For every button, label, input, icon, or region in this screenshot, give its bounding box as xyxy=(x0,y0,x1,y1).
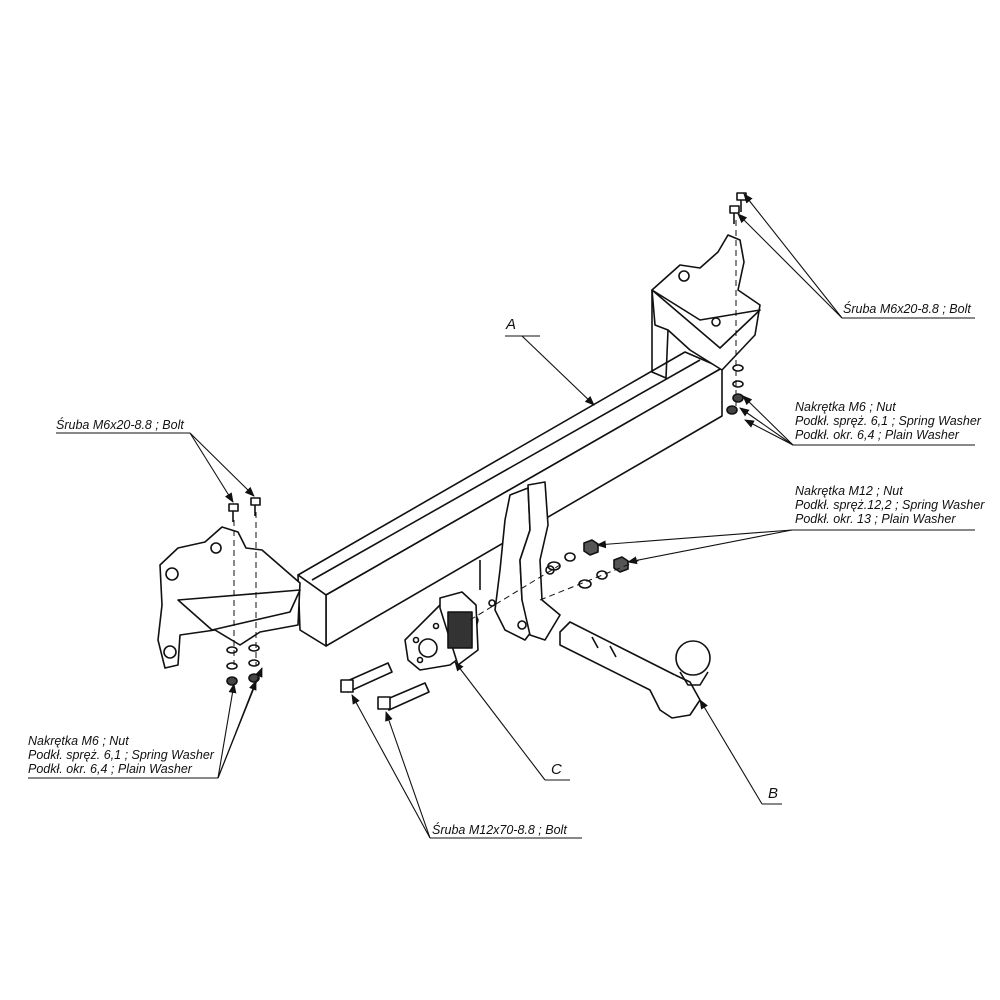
nuts-washers-m6-right xyxy=(726,364,744,415)
label-line: Nakrętka M6 ; Nut xyxy=(795,400,896,414)
bolts-m12 xyxy=(340,662,430,711)
bolts-m6-right xyxy=(729,192,747,224)
leader-bolt-m6-left xyxy=(56,432,255,503)
nuts-washers-m6-left xyxy=(226,644,260,686)
leader-hardware-m6-left xyxy=(28,667,263,779)
right-mounting-bracket xyxy=(651,220,761,410)
part-label-b: B xyxy=(768,785,779,802)
socket-plate xyxy=(404,564,561,671)
nuts-washers-m12 xyxy=(539,539,641,601)
left-mounting-bracket xyxy=(157,512,301,669)
leader-part-b xyxy=(699,699,782,805)
part-label-a: A xyxy=(506,316,517,333)
label-bolt-m6-right: Śruba M6x20-8.8 ; Bolt xyxy=(843,302,971,316)
part-label-c: C xyxy=(551,761,562,778)
label-line: Podkł. okr. 6,4 ; Plain Washer xyxy=(28,762,192,776)
leader-hardware-m6-right xyxy=(739,395,975,446)
label-bolt-m6-left: Śruba M6x20-8.8 ; Bolt xyxy=(56,418,184,432)
label-line: Podkł. spręż. 6,1 ; Spring Washer xyxy=(795,414,981,428)
label-line: Podkł. spręż.12,2 ; Spring Washer xyxy=(795,498,985,512)
label-hardware-m6-left: Nakrętka M6 ; Nut Podkł. spręż. 6,1 ; Sp… xyxy=(28,734,214,776)
label-line: Podkł. okr. 13 ; Plain Washer xyxy=(795,512,956,526)
label-line: Podkł. okr. 6,4 ; Plain Washer xyxy=(795,428,959,442)
leader-part-c xyxy=(454,661,570,781)
label-bolt-m12: Śruba M12x70-8.8 ; Bolt xyxy=(432,823,567,837)
leader-hardware-m12 xyxy=(596,529,975,565)
label-hardware-m12: Nakrętka M12 ; Nut Podkł. spręż.12,2 ; S… xyxy=(795,484,984,526)
label-line: Nakrętka M12 ; Nut xyxy=(795,484,903,498)
label-line: Nakrętka M6 ; Nut xyxy=(28,734,129,748)
center-mounting-plates xyxy=(479,481,561,641)
leader-bolt-m6-right xyxy=(737,193,975,319)
leader-bolt-m12 xyxy=(351,694,582,839)
bolts-m6-left xyxy=(228,497,261,522)
label-hardware-m6-right: Nakrętka M6 ; Nut Podkł. spręż. 6,1 ; Sp… xyxy=(795,400,981,442)
towball-neck xyxy=(559,621,711,719)
leader-part-a xyxy=(505,335,595,406)
label-line: Podkł. spręż. 6,1 ; Spring Washer xyxy=(28,748,214,762)
